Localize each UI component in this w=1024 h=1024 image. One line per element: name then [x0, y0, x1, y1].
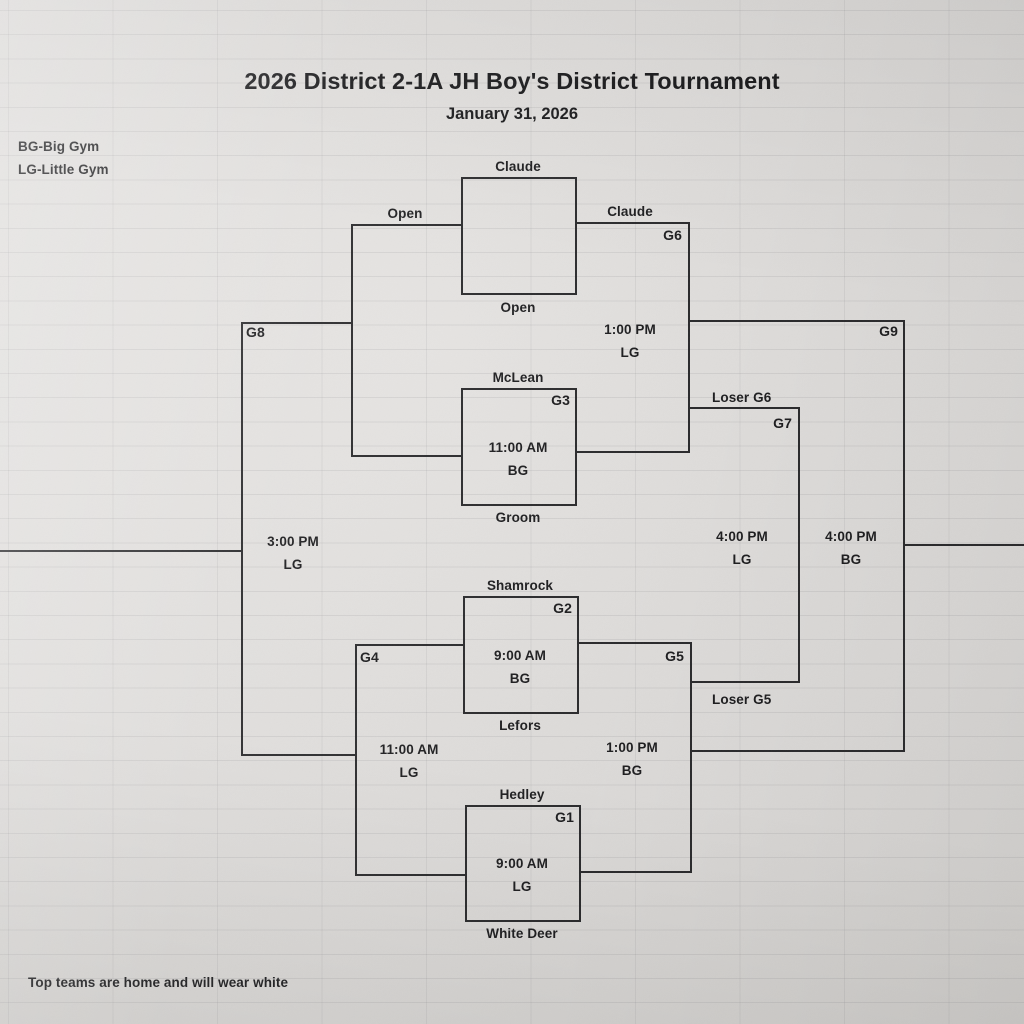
game-venue-g8: LG — [283, 557, 303, 572]
bracket-line — [241, 322, 243, 756]
bracket-line — [461, 504, 577, 506]
bracket-line — [355, 644, 357, 876]
team-label-white-deer: White Deer — [486, 926, 558, 941]
game-venue-g3: BG — [507, 463, 529, 478]
bracket-line — [579, 805, 581, 922]
game-time-g4: 11:00 AM — [379, 742, 439, 757]
bracket-line — [577, 642, 690, 644]
game-label-g9: G9 — [879, 323, 898, 339]
bracket-line — [798, 407, 800, 682]
team-label-open-bottom: Open — [500, 300, 536, 315]
bracket-line — [463, 596, 579, 598]
game-time-g2: 9:00 AM — [494, 648, 546, 663]
game-label-g4: G4 — [360, 649, 379, 665]
game-time-g5: 1:00 PM — [606, 740, 658, 755]
game-label-g6: G6 — [663, 227, 682, 243]
team-label-lefors: Lefors — [499, 718, 541, 733]
game-label-g2: G2 — [553, 600, 572, 616]
bracket-line — [903, 544, 1024, 546]
bracket-line — [461, 177, 577, 179]
bracket-line — [688, 320, 905, 322]
bracket-line — [690, 407, 800, 409]
bracket-line — [461, 388, 463, 506]
bracket-line — [0, 550, 243, 552]
bracket-line — [465, 920, 581, 922]
bracket-line — [355, 644, 465, 646]
bracket-line — [461, 177, 463, 295]
bracket-line — [575, 222, 690, 224]
bracket-line — [355, 874, 467, 876]
game-time-g9: 4:00 PM — [825, 529, 877, 544]
game-time-g6: 1:00 PM — [604, 322, 656, 337]
game-venue-g9: BG — [840, 552, 862, 567]
bracket-line — [461, 293, 577, 295]
bracket-line — [463, 712, 579, 714]
bracket-line — [903, 320, 905, 752]
game-label-g7: G7 — [773, 415, 792, 431]
game-venue-g2: BG — [509, 671, 531, 686]
bracket-line — [351, 224, 463, 226]
footer-note: Top teams are home and will wear white — [28, 975, 289, 990]
bracket-line — [688, 222, 690, 453]
team-label-groom: Groom — [495, 510, 541, 525]
game-time-g1: 9:00 AM — [496, 856, 548, 871]
game-time-g7: 4:00 PM — [716, 529, 768, 544]
bracket-line — [690, 642, 692, 873]
bracket-line — [351, 224, 353, 456]
team-label-claude-advance: Claude — [607, 204, 653, 219]
bracket-line — [575, 388, 577, 506]
game-time-g3: 11:00 AM — [488, 440, 548, 455]
bracket-line — [241, 754, 357, 756]
legend-big-gym: BG-Big Gym — [18, 139, 100, 154]
game-time-g8: 3:00 PM — [267, 534, 319, 549]
game-venue-g5: BG — [621, 763, 643, 778]
team-label-loser-g6: Loser G6 — [712, 390, 772, 405]
bracket-line — [577, 596, 579, 714]
page-subtitle: January 31, 2026 — [445, 105, 579, 123]
game-label-g3: G3 — [551, 392, 570, 408]
game-label-g1: G1 — [555, 809, 574, 825]
bracket-line — [465, 805, 581, 807]
bracket-line — [463, 596, 465, 714]
team-label-hedley: Hedley — [499, 787, 545, 802]
team-label-loser-g5: Loser G5 — [712, 692, 772, 707]
game-venue-g7: LG — [732, 552, 752, 567]
team-label-mclean: McLean — [492, 370, 544, 385]
bracket-line — [351, 455, 463, 457]
bracket-line — [465, 805, 467, 922]
game-venue-g4: LG — [399, 765, 419, 780]
team-label-claude: Claude — [495, 159, 541, 174]
bracket-line — [690, 750, 905, 752]
page-title: 2026 District 2-1A JH Boy's District Tou… — [244, 68, 780, 94]
game-label-g5: G5 — [665, 648, 684, 664]
bracket-line — [575, 177, 577, 295]
team-label-open-top: Open — [387, 206, 423, 221]
bracket-line — [690, 681, 800, 683]
game-venue-g1: LG — [512, 879, 532, 894]
bracket-line — [461, 388, 577, 390]
legend-little-gym: LG-Little Gym — [18, 162, 109, 177]
game-label-g8: G8 — [246, 324, 265, 340]
team-label-shamrock: Shamrock — [486, 578, 554, 593]
game-venue-g6: LG — [620, 345, 640, 360]
bracket-line — [575, 451, 690, 453]
bracket-line — [579, 871, 690, 873]
